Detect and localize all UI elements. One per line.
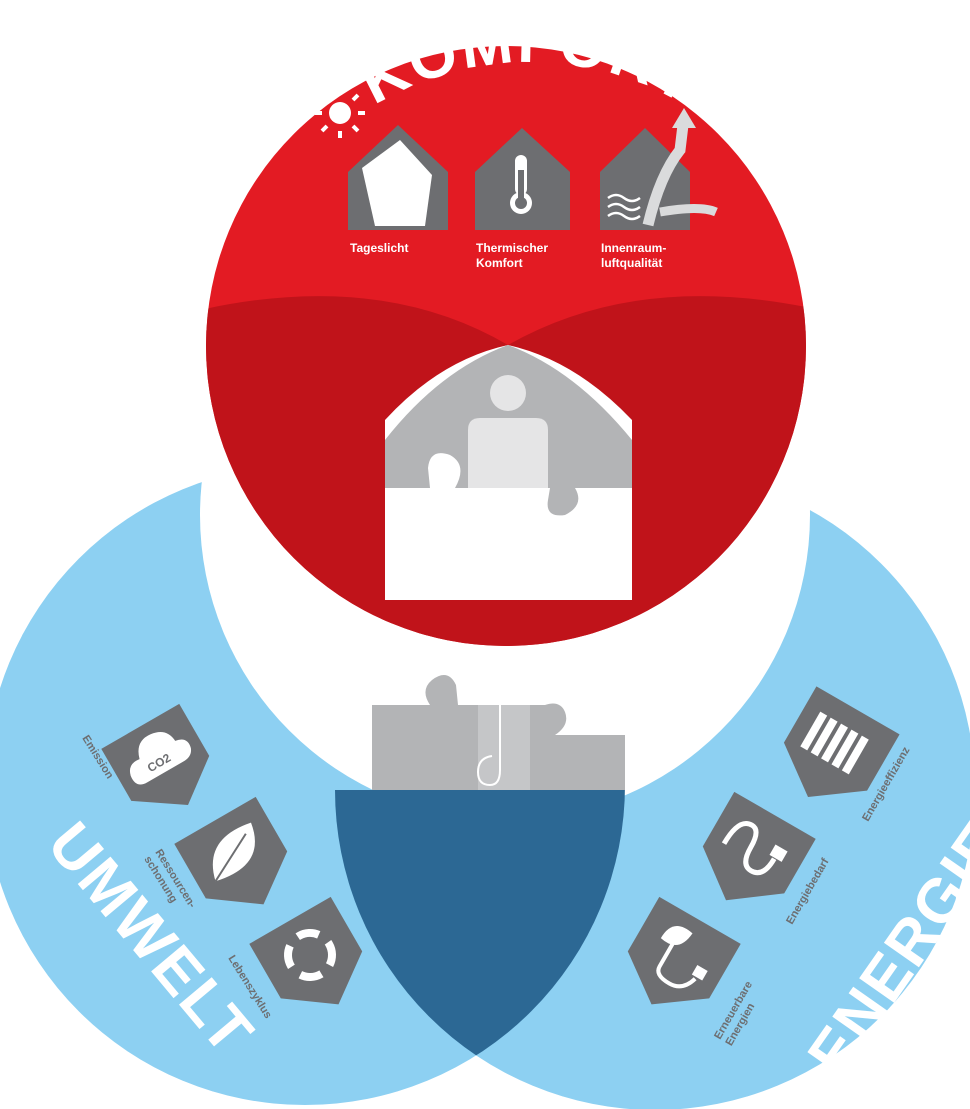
daylight-house-icon xyxy=(348,125,448,230)
plant-plug-icon xyxy=(627,896,741,1005)
thermometer-house-icon xyxy=(475,128,570,230)
svg-text:Thermischer Komfort: Thermischer Komfort xyxy=(476,241,551,270)
efficiency-bars-icon xyxy=(783,686,900,797)
plug-cable-icon xyxy=(702,791,816,901)
komfort-label-3a: Innenraum- xyxy=(601,241,666,255)
air-quality-house-icon xyxy=(600,108,718,230)
puzzle-bottom-inner xyxy=(478,705,530,790)
recycle-arrows-icon xyxy=(249,896,363,1005)
komfort-label-2b: Komfort xyxy=(476,256,523,270)
svg-text:Tageslicht: Tageslicht xyxy=(350,241,408,255)
person-icon xyxy=(468,375,548,488)
komfort-label-1: Tageslicht xyxy=(350,241,408,255)
svg-text:Innenraum- luftqualität: Innenraum- luftqualität xyxy=(601,241,670,270)
sun-icon xyxy=(315,88,365,138)
leaf-icon xyxy=(174,796,288,905)
co2-cloud-icon: CO2 xyxy=(101,703,210,806)
komfort-label-2a: Thermischer xyxy=(476,241,548,255)
komfort-label-3b: luftqualität xyxy=(601,256,662,270)
